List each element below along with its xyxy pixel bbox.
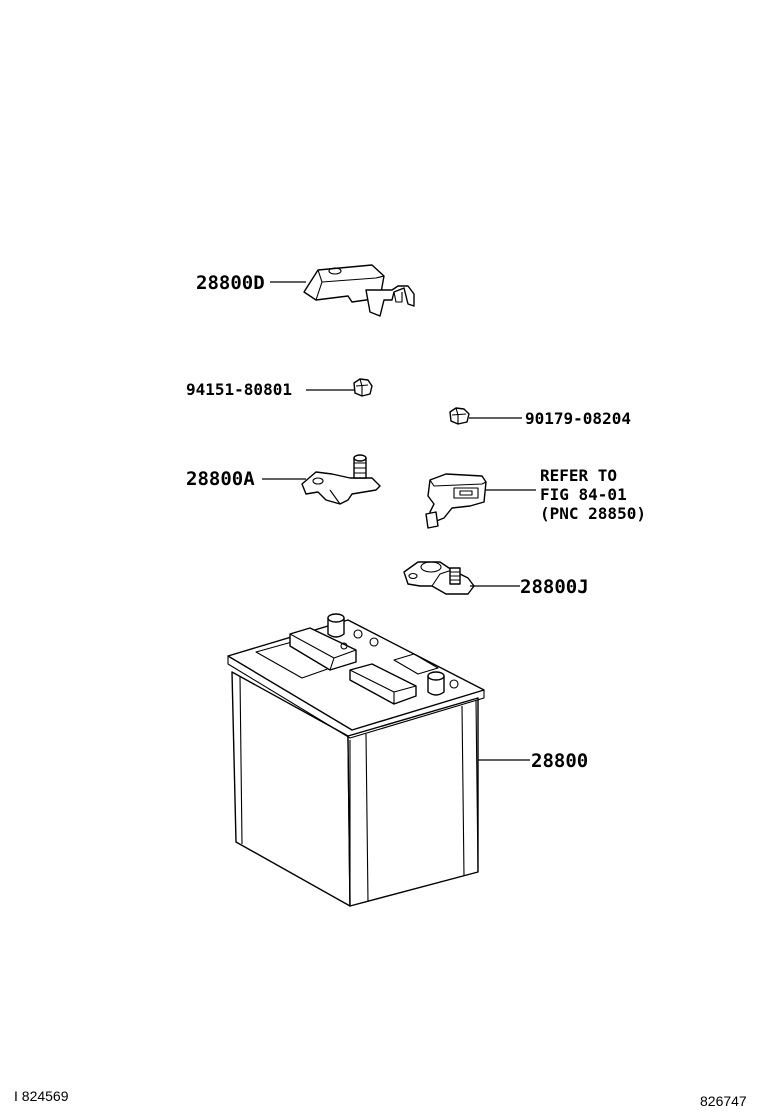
positive-terminal-drawing [301,454,381,505]
footer-left-code: I 824569 [14,1088,69,1104]
refer-line-3: (PNC 28850) [540,504,646,523]
nut-a-drawing [353,378,373,397]
refer-note: REFER TO FIG 84-01 (PNC 28850) [540,466,646,523]
callout-94151-80801: 94151-80801 [186,380,292,399]
callout-28800A: 28800A [186,468,255,490]
callout-28800: 28800 [531,750,588,772]
battery-drawing [227,613,485,907]
callout-28800J: 28800J [520,576,589,598]
refer-line-1: REFER TO [540,466,617,485]
terminal-cover-drawing [303,264,415,317]
refer-line-2: FIG 84-01 [540,485,627,504]
nut-b-drawing [449,407,470,425]
fusible-link-drawing [425,473,487,529]
callout-90179-08204: 90179-08204 [525,409,631,428]
footer-right-code: 826747 [700,1093,747,1109]
negative-terminal-drawing [403,561,475,595]
callout-28800D: 28800D [196,272,265,294]
